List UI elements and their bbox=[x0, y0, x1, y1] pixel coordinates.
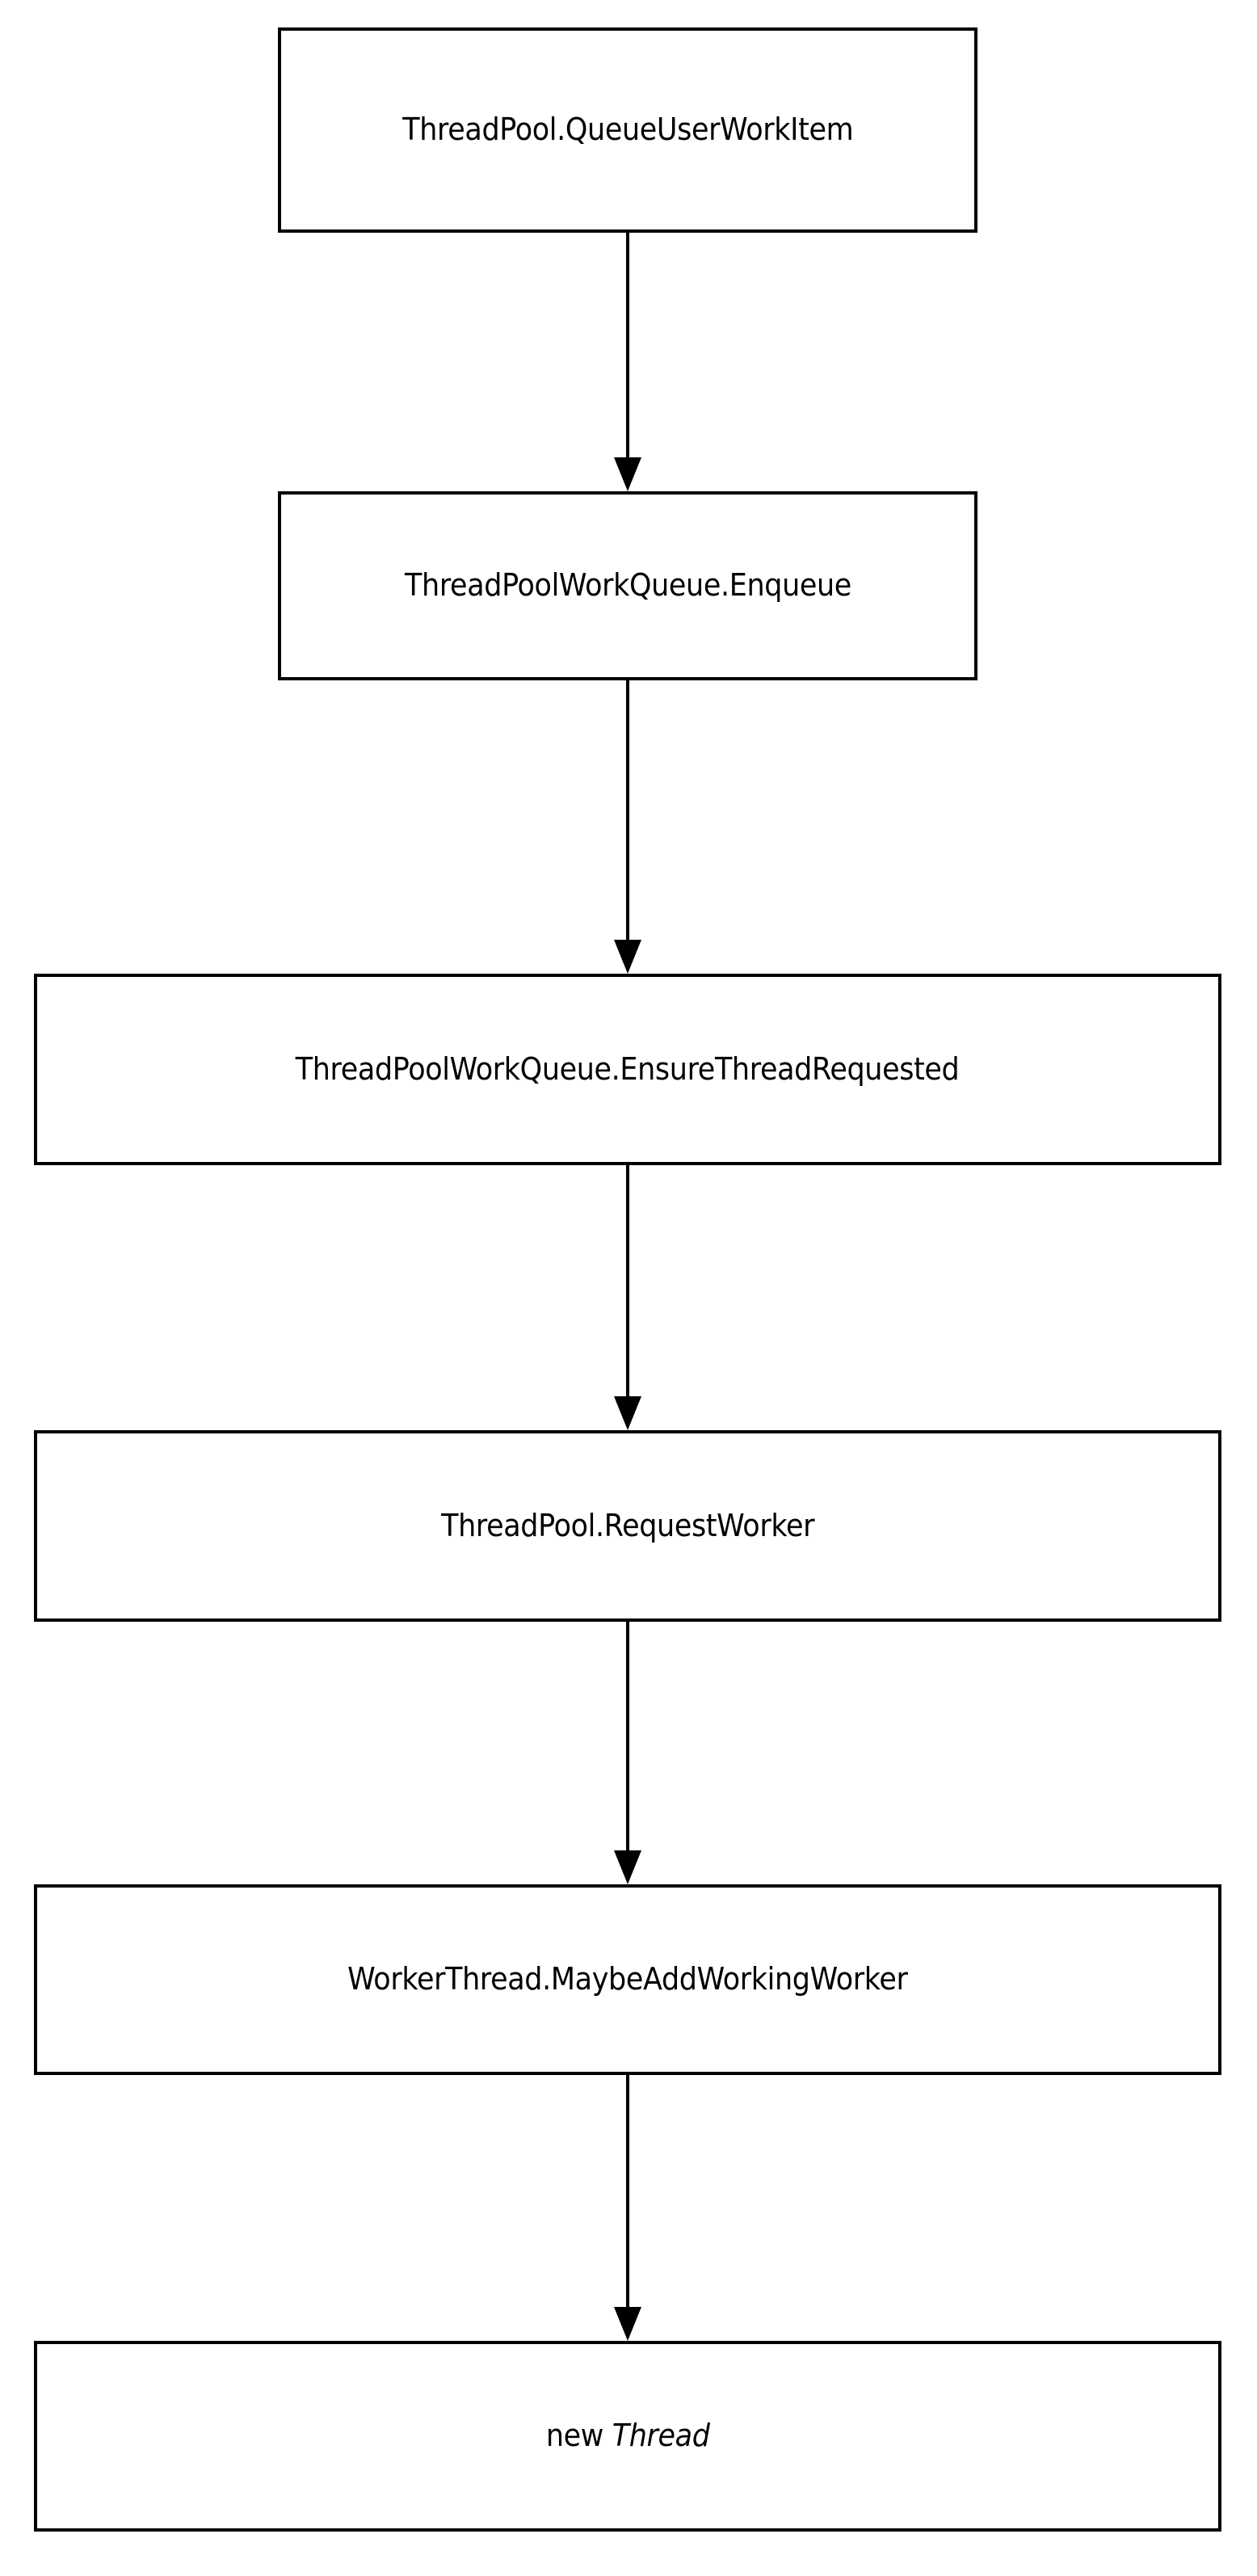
node-label-composite: new Thread bbox=[538, 2418, 717, 2454]
edge-node3-node4 bbox=[614, 1165, 641, 1430]
node-label-emphasis: Thread bbox=[612, 2418, 710, 2454]
node-label: ThreadPoolWorkQueue.Enqueue bbox=[404, 567, 851, 604]
node-maybe-add-working-worker: WorkerThread.MaybeAddWorkingWorker bbox=[34, 1884, 1221, 2075]
node-label: ThreadPool.QueueUserWorkItem bbox=[401, 112, 854, 148]
node-queue-user-work-item: ThreadPool.QueueUserWorkItem bbox=[278, 27, 977, 233]
node-ensure-thread-requested: ThreadPoolWorkQueue.EnsureThreadRequeste… bbox=[34, 974, 1221, 1165]
edge-node5-node6 bbox=[614, 2075, 641, 2341]
node-label: ThreadPool.RequestWorker bbox=[440, 1507, 815, 1543]
node-label-prefix: new bbox=[545, 2418, 612, 2454]
edge-node4-node5 bbox=[614, 1622, 641, 1884]
node-threadpool-request-worker: ThreadPool.RequestWorker bbox=[34, 1430, 1221, 1622]
node-threadpool-workqueue-enqueue: ThreadPoolWorkQueue.Enqueue bbox=[278, 491, 977, 680]
edge-node1-node2 bbox=[614, 233, 641, 491]
node-label: ThreadPoolWorkQueue.EnsureThreadRequeste… bbox=[296, 1050, 960, 1087]
node-new-thread: new Thread bbox=[34, 2341, 1221, 2532]
node-label: WorkerThread.MaybeAddWorkingWorker bbox=[347, 1961, 908, 1997]
edge-node2-node3 bbox=[614, 680, 641, 974]
